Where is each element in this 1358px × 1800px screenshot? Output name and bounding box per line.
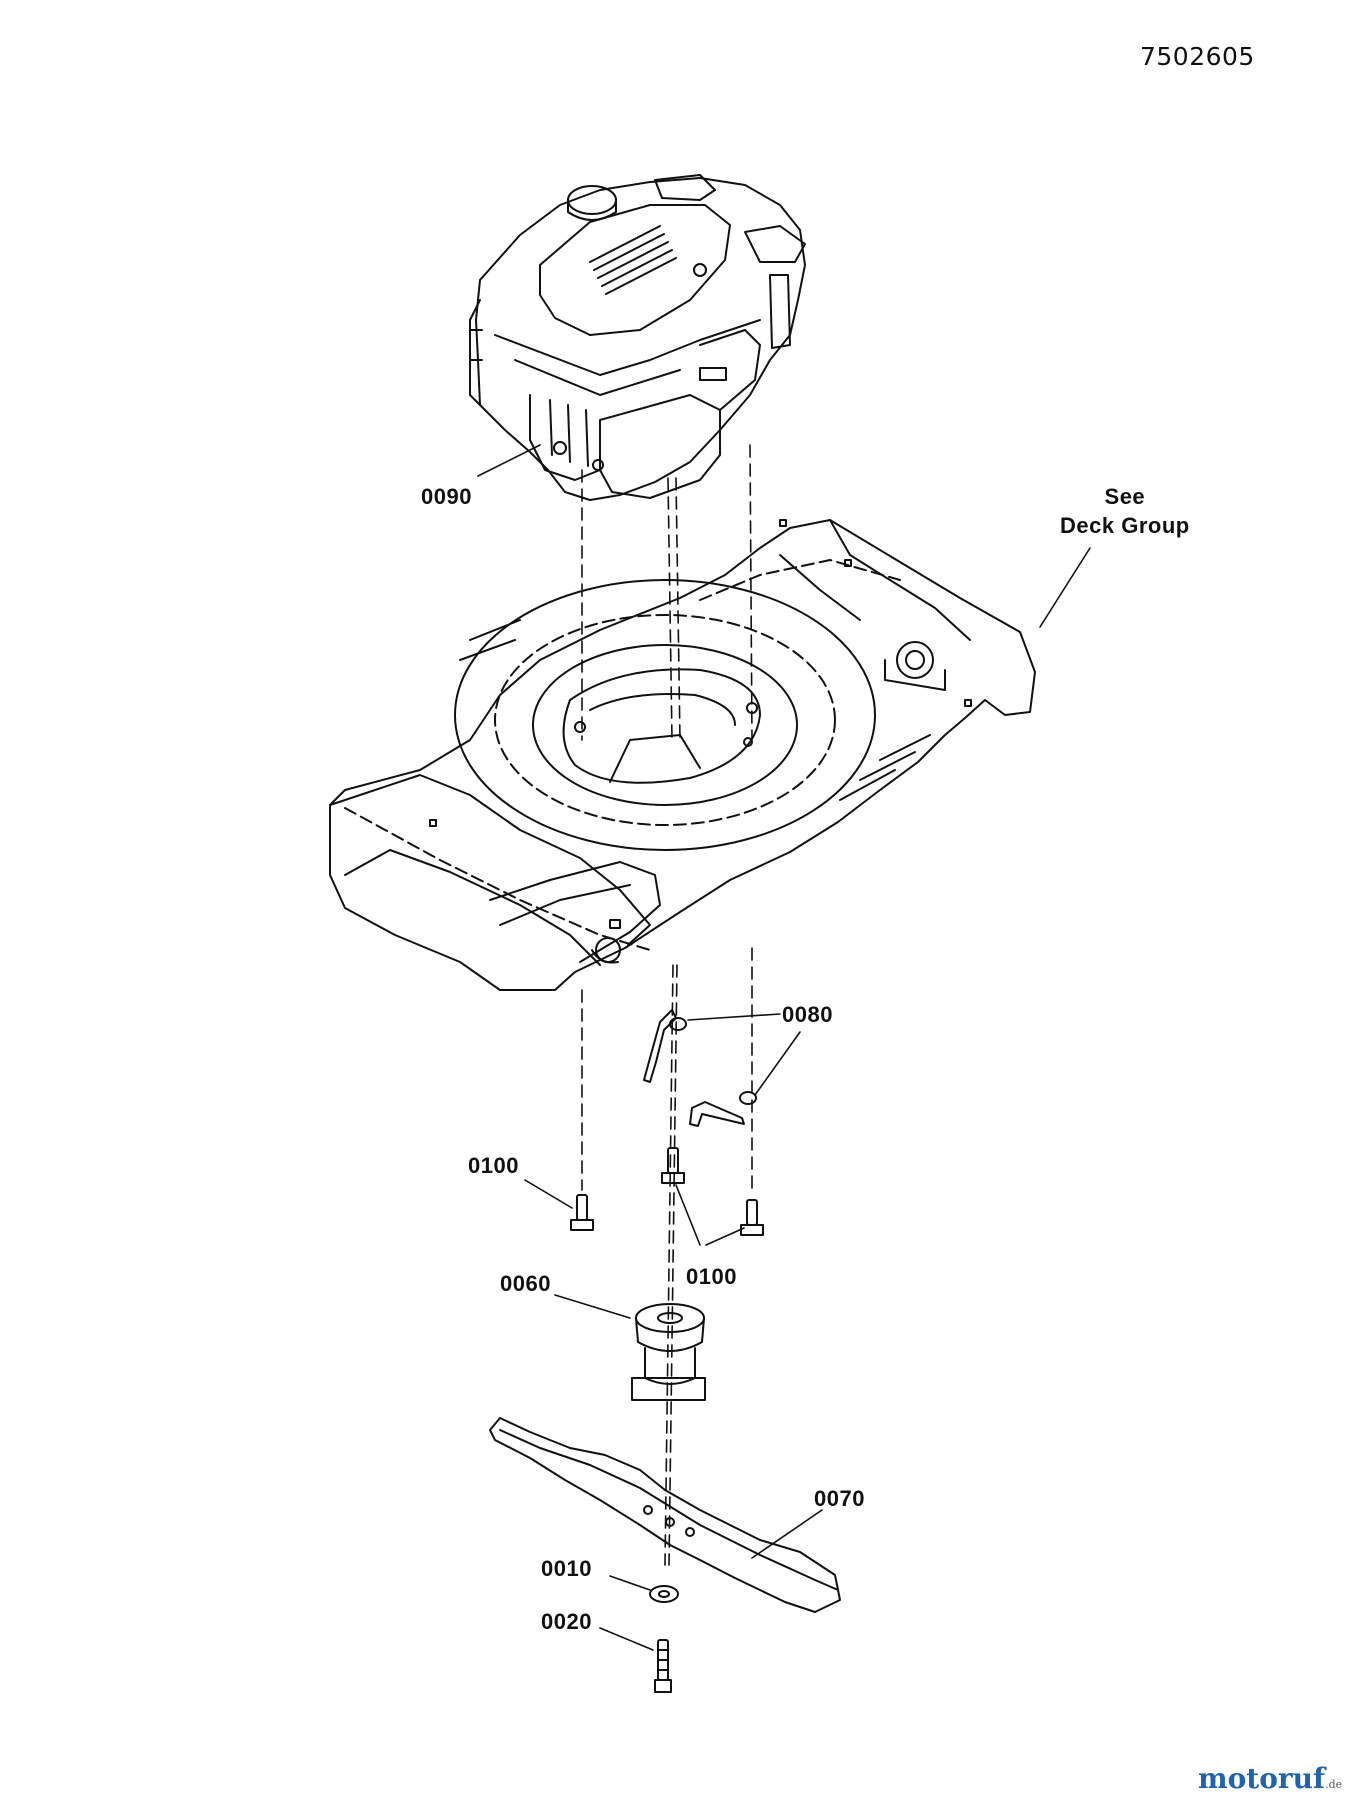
callout-adapter: 0060	[500, 1271, 551, 1296]
leader-lines	[477, 444, 1091, 1651]
deck-bolts	[570, 1147, 764, 1236]
blade-adapter	[631, 1303, 706, 1401]
callout-see-deck-group: See Deck Group	[1060, 482, 1190, 540]
engine-drawing	[469, 174, 806, 501]
key-parts	[643, 1009, 757, 1127]
document-number: 7502605	[1140, 42, 1255, 71]
callout-engine: 0090	[421, 484, 472, 509]
blade-washer	[649, 1585, 679, 1603]
mower-blade	[489, 1417, 841, 1613]
assembly-axis-lines	[581, 444, 753, 1566]
deck-drawing	[329, 519, 1036, 991]
watermark-logo: motoruf.de	[1198, 1762, 1342, 1795]
callout-blade-bolt: 0020	[541, 1609, 592, 1634]
callout-blade: 0070	[814, 1486, 865, 1511]
blade-bolt	[654, 1639, 672, 1693]
callout-washer: 0010	[541, 1556, 592, 1581]
callout-bolt-left: 0100	[468, 1153, 519, 1178]
watermark-brand: motoruf	[1198, 1762, 1326, 1795]
watermark-tld: .de	[1325, 1778, 1343, 1791]
callout-see-line1: See	[1104, 484, 1146, 509]
callout-see-line2: Deck Group	[1060, 513, 1190, 538]
callout-bolts-right: 0100	[686, 1264, 737, 1289]
callout-keys: 0080	[782, 1002, 833, 1027]
